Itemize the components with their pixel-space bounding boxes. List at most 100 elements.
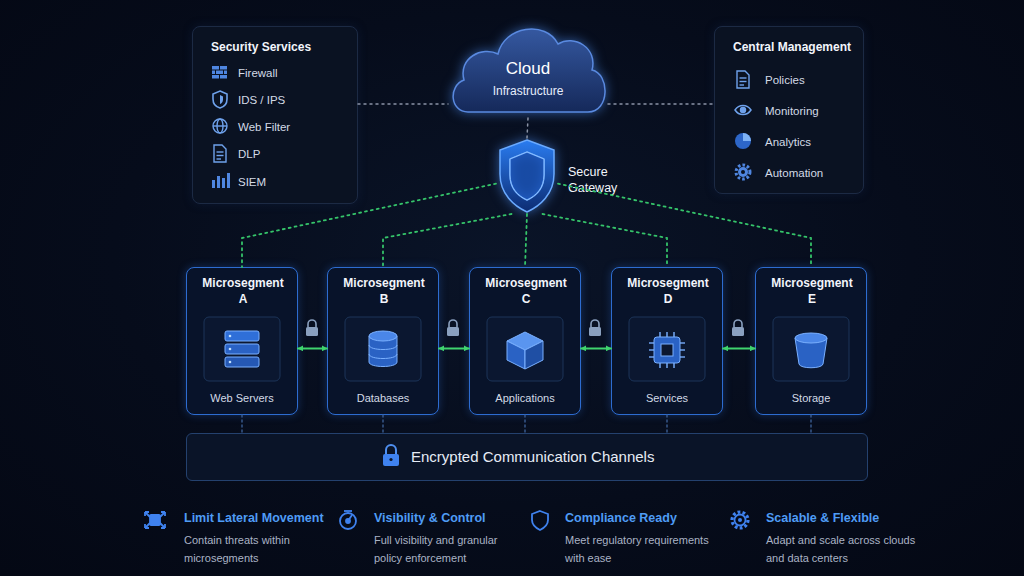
storage-bucket-icon: [795, 333, 827, 368]
channel-band: Encrypted Communication Channels: [186, 433, 868, 481]
containment-icon-part: [145, 512, 165, 528]
feature-title: Scalable & Flexible: [766, 511, 879, 525]
segment-label: Databases: [328, 392, 438, 404]
list-item: Monitoring: [765, 103, 819, 119]
feature-text: Adapt and scale across clouds and data c…: [766, 531, 928, 567]
document-icon-part: [217, 155, 224, 156]
gateway-shield-outline: [496, 138, 558, 214]
feature-text: Full visibility and granular policy enfo…: [374, 531, 522, 567]
arrow-connector: [723, 347, 755, 349]
globe-icon-part: [217, 119, 223, 133]
lock-icon-part: [386, 445, 396, 454]
cube-icon-part: [507, 332, 543, 350]
firewall-icon-part: [216, 71, 223, 75]
arrow-connector: [439, 347, 469, 349]
list-item: DLP: [238, 146, 260, 162]
document-icon: [214, 145, 226, 162]
cube-icon-part: [507, 341, 525, 369]
lock-icon-part: [589, 327, 601, 336]
compliance-shield-icon-part: [532, 511, 548, 530]
dotted-connector: [382, 415, 383, 433]
dotted-connector: [527, 118, 528, 138]
icon-tile-part: [204, 317, 280, 381]
dotted-connector: [525, 214, 527, 267]
lock-icon: [383, 445, 399, 466]
gear-icon-part: [736, 165, 750, 179]
server-icon-part: [225, 331, 259, 341]
document-icon-part: [214, 145, 226, 162]
bar-chart-icon-part: [222, 178, 225, 188]
scalable-gear-icon-part: [732, 512, 748, 528]
gateway-shield-shape: [500, 140, 554, 212]
icon-tile-part: [487, 317, 563, 381]
document-icon-part: [740, 81, 747, 82]
firewall-icon-part: [224, 71, 227, 75]
segment-label: Applications: [470, 392, 580, 404]
cube-icon-part: [525, 341, 543, 369]
globe-icon-part: [213, 119, 227, 133]
feature-text: Meet regulatory requirements with ease: [565, 531, 717, 567]
database-icon-part: [369, 345, 397, 359]
lock-icon-part: [308, 320, 316, 327]
lock-icon: [306, 320, 744, 336]
bar-chart-icon-part: [217, 176, 220, 188]
icon-tile-part: [345, 317, 421, 381]
server-icon-part: [225, 357, 259, 367]
server-icon-part: [229, 335, 232, 338]
scalable-gear-icon: [732, 512, 748, 528]
lock-icon-part: [734, 320, 742, 327]
icon-tile-part: [629, 317, 705, 381]
gateway-label: Secure Gateway: [568, 164, 630, 196]
segment-title: Microsegment E: [770, 275, 854, 307]
management-panel: Central ManagementPoliciesMonitoringAnal…: [714, 26, 864, 194]
server-icon-part: [229, 361, 232, 364]
eye-icon: [735, 106, 751, 115]
shield-icon-part: [220, 95, 223, 104]
firewall-icon-part: [212, 66, 219, 70]
segment-title: Microsegment D: [626, 275, 710, 307]
pie-chart-icon: [735, 133, 751, 149]
containment-icon-part: [145, 512, 165, 528]
chip-icon-part-part: [666, 332, 668, 368]
list-item: Web Filter: [238, 119, 290, 135]
cube-icon: [507, 332, 543, 369]
icon-tile: [204, 317, 849, 381]
dotted-connector: [558, 184, 811, 267]
visibility-icon-part: [346, 519, 350, 523]
storage-bucket-icon-part: [795, 333, 827, 343]
shield-inner: [510, 152, 544, 200]
dotted-connector: [524, 415, 525, 433]
lock-icon-part: [447, 327, 459, 336]
icon-tile-part: [773, 317, 849, 381]
visibility-icon-part: [348, 515, 352, 521]
arrow-connector: [581, 347, 611, 349]
list-item: Automation: [765, 165, 823, 181]
database-icon-part: [369, 336, 397, 367]
eye-icon-part: [741, 108, 746, 113]
segment-label: Web Servers: [187, 392, 297, 404]
scalable-gear-icon-part: [738, 518, 742, 522]
firewall-icon-part: [212, 71, 215, 75]
bar-chart-icon: [212, 173, 230, 188]
gear-icon-part: [738, 167, 748, 177]
feature-title: Limit Lateral Movement: [184, 511, 324, 525]
arrow-connector: [298, 347, 327, 349]
visibility-icon: [340, 511, 356, 529]
firewall-icon: [212, 66, 227, 79]
firewall-icon-part: [212, 75, 219, 79]
dotted-connector: [810, 415, 811, 433]
document-icon-part: [217, 158, 222, 159]
document-icon-part: [740, 77, 747, 78]
dotted-connector: [666, 415, 667, 433]
gateway-shield: Secure Gateway: [496, 138, 558, 214]
lock-icon-part: [732, 327, 744, 336]
bar-chart-icon-part: [212, 180, 215, 188]
service-panel: Security ServicesFirewallIDS / IPSWeb Fi…: [192, 26, 358, 204]
band-label: Encrypted Communication Channels: [411, 448, 654, 465]
microsegment-box: Microsegment DServices: [611, 267, 723, 415]
eye-icon-part: [735, 106, 751, 115]
list-item: Analytics: [765, 134, 811, 150]
document-icon-part: [740, 84, 745, 85]
panel-title: Security Services: [211, 40, 311, 54]
